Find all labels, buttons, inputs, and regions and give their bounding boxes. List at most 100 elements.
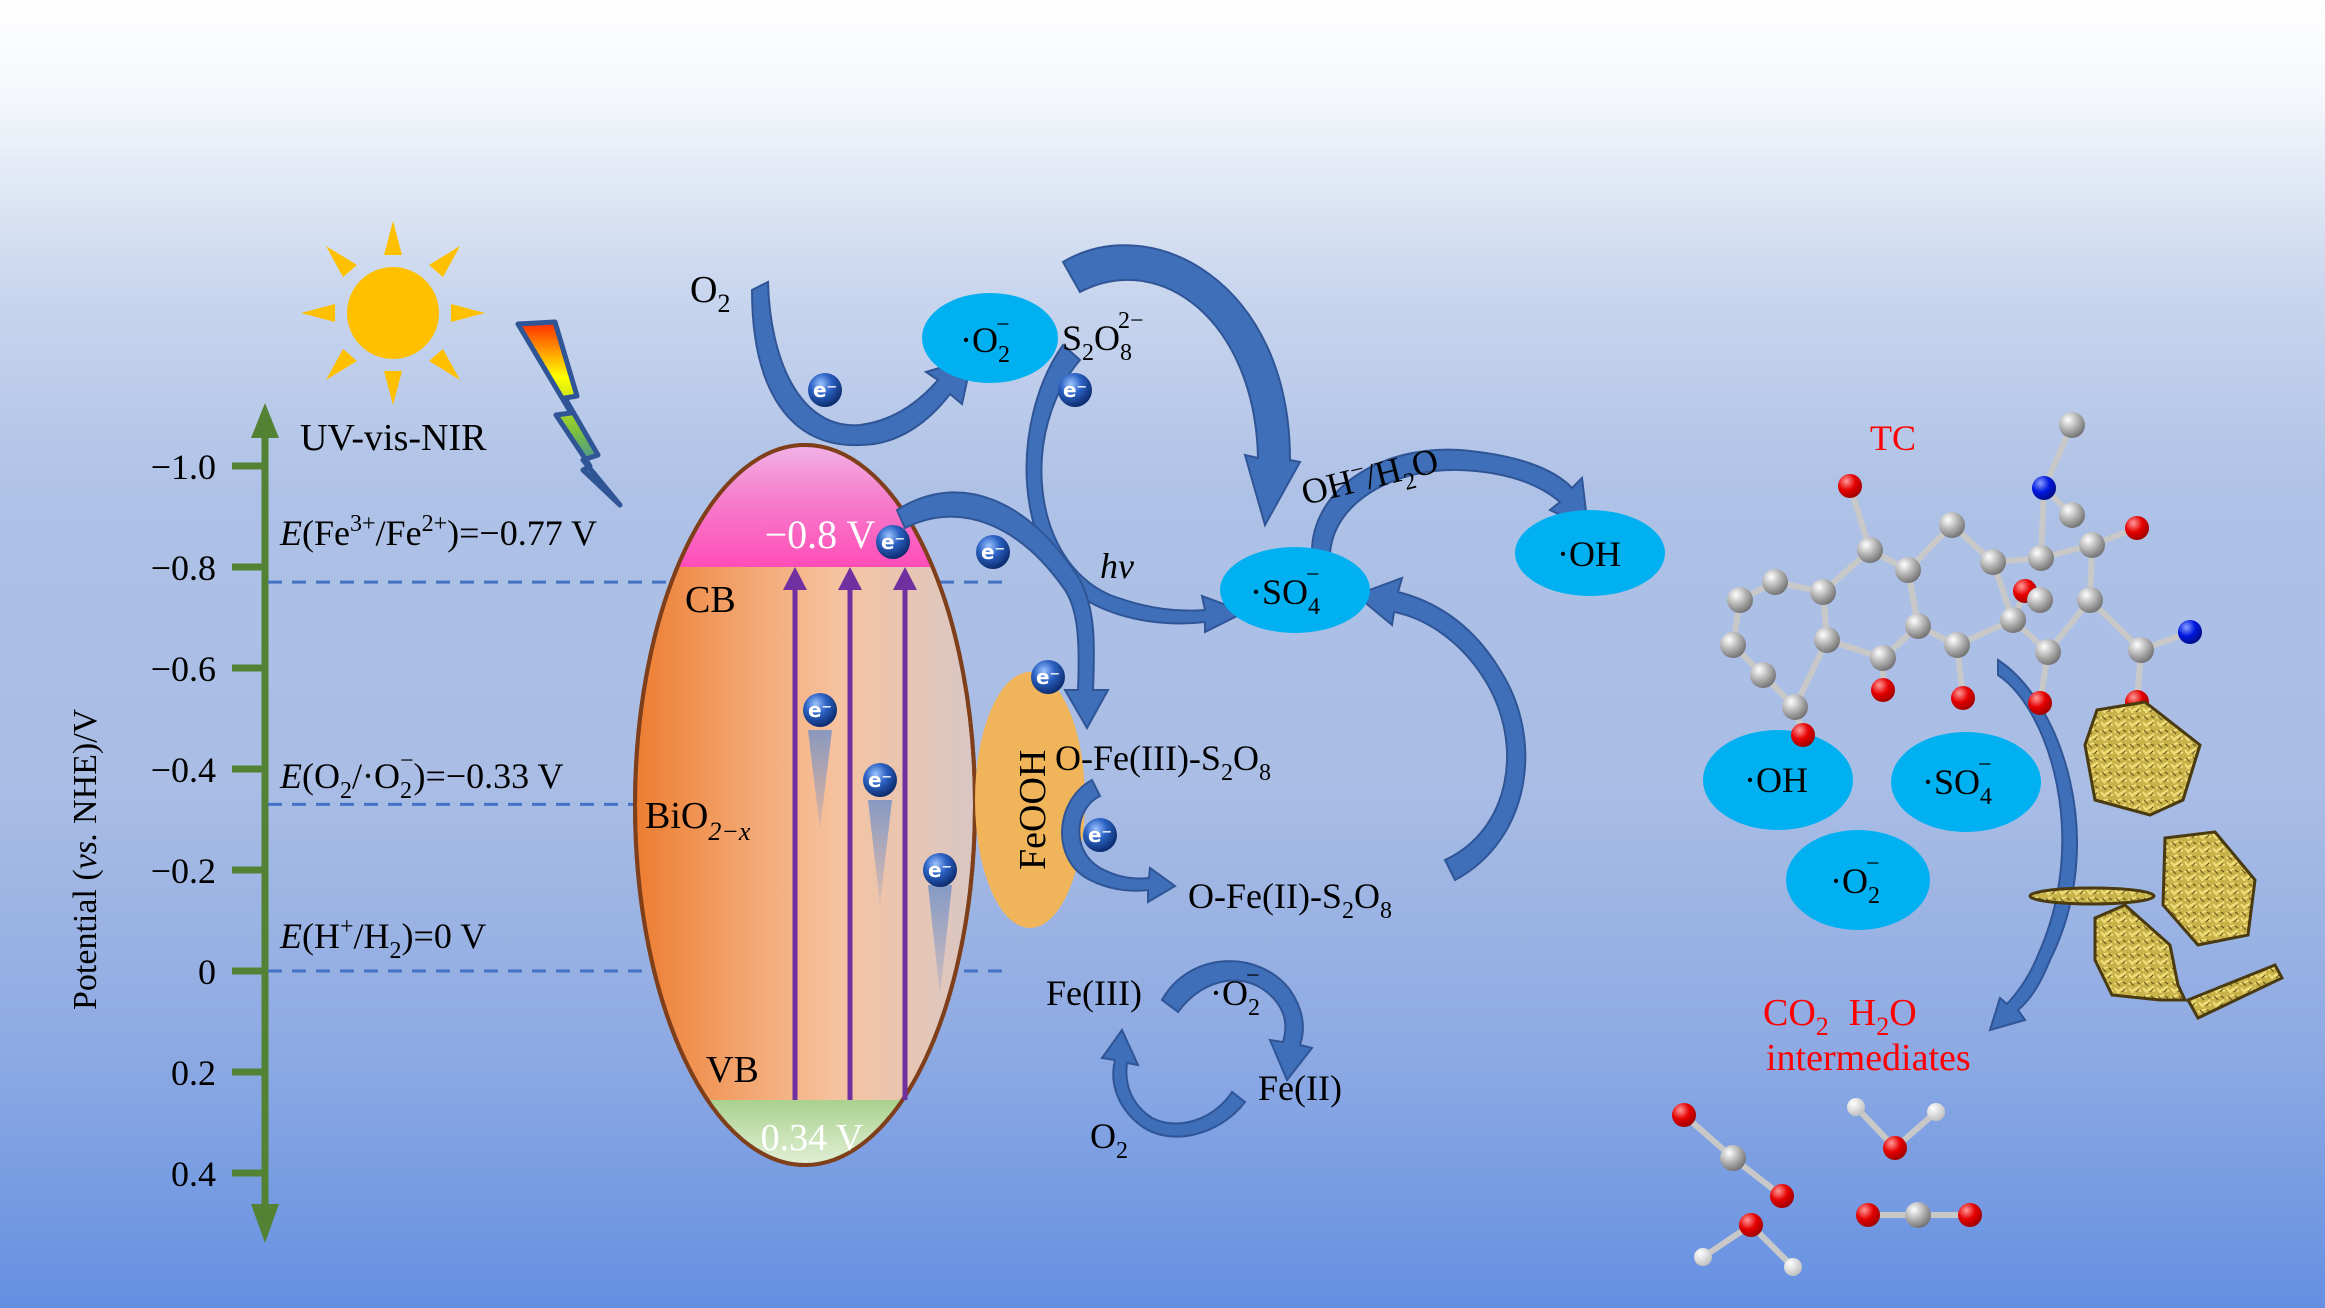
atom-c bbox=[2128, 637, 2154, 663]
arrow-persulfate-to-sulfate bbox=[1061, 244, 1302, 528]
svg-text:e⁻: e⁻ bbox=[1088, 823, 1112, 847]
arrow-fe2-to-fe3 bbox=[1100, 1028, 1247, 1138]
arrow-fe2-complex-to-sulfate bbox=[1354, 576, 1527, 882]
arrow-o2-to-superoxide bbox=[750, 280, 974, 447]
atom-c bbox=[2079, 532, 2105, 558]
atom-n bbox=[2032, 476, 2056, 500]
axis-tick-label: −1.0 bbox=[151, 447, 216, 487]
reaction-arrows bbox=[750, 244, 2079, 1138]
bio2-particle: −0.8 V CB VB 0.34 V BiO2−x bbox=[633, 443, 977, 1167]
axis-arrow-down bbox=[251, 1204, 279, 1243]
axis-tick-label: −0.2 bbox=[151, 851, 216, 891]
electron-icon: e⁻ bbox=[863, 763, 897, 797]
atom-c bbox=[1905, 1202, 1931, 1228]
semiconductor-name: BiO2−x bbox=[645, 795, 751, 846]
arrow-cb-to-feooh bbox=[895, 491, 1110, 731]
axis-title: Potential (vs. NHE)/V bbox=[67, 708, 104, 1010]
vb-potential-label: 0.34 V bbox=[761, 1117, 864, 1159]
atom-h bbox=[1847, 1098, 1865, 1116]
reference-level-label: E(Fe3+/Fe2+)=−0.77 V bbox=[279, 511, 597, 553]
electron-icon: e⁻ bbox=[803, 693, 837, 727]
product-molecule bbox=[1856, 1202, 1982, 1228]
excitation-arrows bbox=[783, 567, 917, 1100]
atom-h bbox=[1927, 1103, 1945, 1121]
atom-c bbox=[1720, 632, 1746, 658]
sulfate-radical-bubble bbox=[1220, 547, 1370, 633]
atom-c bbox=[2000, 607, 2026, 633]
hv-label: hv bbox=[1100, 546, 1134, 586]
electron-icon: e⁻ bbox=[808, 373, 842, 407]
electron-icon: e⁻ bbox=[1083, 818, 1117, 852]
cycle-superoxide-label: ·O2− bbox=[1210, 963, 1260, 1021]
arrow-fe3-to-fe2 bbox=[1160, 960, 1314, 1082]
sulfate-radical-label: ·SO4− bbox=[1250, 562, 1320, 620]
persulfate-label: S2O82− bbox=[1062, 308, 1144, 366]
svg-text:e⁻: e⁻ bbox=[813, 378, 837, 402]
svg-text:e⁻: e⁻ bbox=[1063, 378, 1087, 402]
atom-c bbox=[1905, 613, 1931, 639]
atom-c bbox=[1750, 662, 1776, 688]
atom-c bbox=[1727, 587, 1753, 613]
cb-label: CB bbox=[685, 579, 736, 621]
atom-o bbox=[1856, 1203, 1880, 1227]
axis-tick-label: 0.4 bbox=[171, 1154, 216, 1194]
fe2-label: Fe(II) bbox=[1258, 1068, 1342, 1108]
o2-reactant-label: O2 bbox=[690, 269, 730, 318]
atom-o bbox=[1871, 678, 1895, 702]
electron-icon: e⁻ bbox=[1031, 660, 1065, 694]
electron-icon: e⁻ bbox=[1058, 373, 1092, 407]
atom-c bbox=[1810, 579, 1836, 605]
pool-oh-bubble bbox=[1703, 730, 1853, 830]
atom-c bbox=[1857, 537, 1883, 563]
fe2-complex-label: O-Fe(II)-S2O8 bbox=[1188, 876, 1392, 924]
pool-so4-label: ·SO4− bbox=[1922, 752, 1992, 810]
arrow-tc-to-products bbox=[1988, 658, 2079, 1032]
tetracycline-molecule bbox=[1720, 412, 2202, 747]
product-molecule bbox=[1847, 1098, 1945, 1160]
atom-o bbox=[1672, 1103, 1696, 1127]
electron-icon: e⁻ bbox=[923, 853, 957, 887]
axis-arrow-up bbox=[251, 403, 279, 438]
axis-tick-label: −0.6 bbox=[151, 649, 216, 689]
svg-text:e⁻: e⁻ bbox=[808, 698, 832, 722]
hydroxyl-radical-label: ·OH bbox=[1557, 534, 1621, 574]
atom-c bbox=[2027, 587, 2053, 613]
svg-text:e⁻: e⁻ bbox=[981, 540, 1005, 564]
atom-o bbox=[1838, 474, 1862, 498]
superoxide-label: ·O2− bbox=[960, 312, 1010, 368]
lightning-bolt-icon bbox=[515, 319, 623, 508]
product-molecule bbox=[1672, 1103, 1794, 1208]
axis-tick-label: −0.8 bbox=[151, 548, 216, 588]
atom-c bbox=[1762, 569, 1788, 595]
pool-so4-bubble bbox=[1891, 732, 2041, 832]
feooh-cocatalyst: FeOOH bbox=[975, 672, 1085, 928]
svg-text:e⁻: e⁻ bbox=[928, 858, 952, 882]
svg-text:e⁻: e⁻ bbox=[868, 768, 892, 792]
arrow-fe3-to-fe2-complex bbox=[1061, 778, 1177, 904]
atom-h bbox=[1694, 1248, 1712, 1266]
atom-c bbox=[1814, 627, 1840, 653]
feooh-label: FeOOH bbox=[1012, 750, 1054, 870]
cb-potential-label: −0.8 V bbox=[765, 512, 876, 557]
oh-h2o-label: OH−/H2O bbox=[1297, 438, 1444, 520]
axis-tick-label: 0.2 bbox=[171, 1053, 216, 1093]
atom-o bbox=[1739, 1213, 1763, 1237]
atom-o bbox=[1770, 1184, 1794, 1208]
reference-levels: E(Fe3+/Fe2+)=−0.77 VE(O2/·O2−)=−0.33 VE(… bbox=[268, 511, 1010, 973]
atom-c bbox=[1870, 645, 1896, 671]
sun-icon bbox=[301, 221, 485, 405]
pool-o2-bubble bbox=[1786, 830, 1930, 930]
atom-h bbox=[1784, 1258, 1802, 1276]
hydroxyl-radical-bubble bbox=[1515, 510, 1665, 596]
superoxide-bubble bbox=[922, 293, 1058, 383]
potential-axis: −1.0−0.8−0.6−0.4−0.200.20.4 bbox=[151, 403, 279, 1243]
product-molecule bbox=[1694, 1213, 1802, 1276]
atom-c bbox=[1939, 512, 1965, 538]
axis-tick-label: −0.4 bbox=[151, 750, 216, 790]
atom-c bbox=[1980, 549, 2006, 575]
svg-text:e⁻: e⁻ bbox=[881, 530, 905, 554]
pool-oh-label: ·OH bbox=[1744, 760, 1808, 800]
atom-o bbox=[2028, 691, 2052, 715]
atom-c bbox=[2059, 412, 2085, 438]
fe3-complex-label: O-Fe(III)-S2O8 bbox=[1055, 738, 1271, 786]
